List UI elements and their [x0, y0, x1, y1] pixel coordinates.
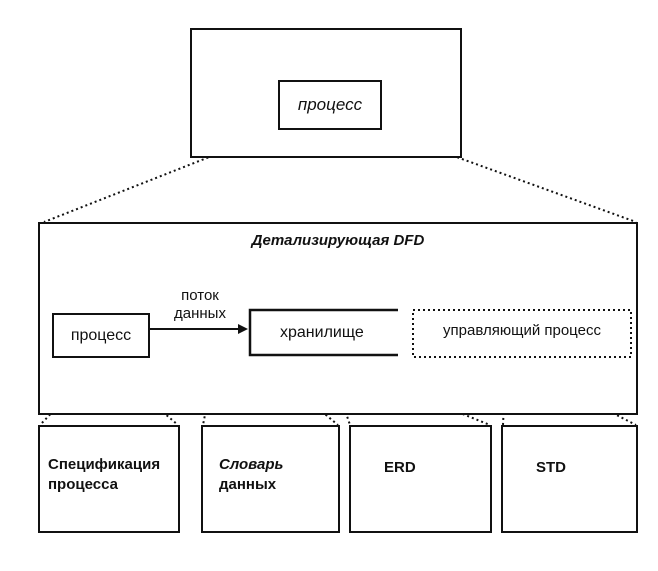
dfd-process-box: процесс	[52, 313, 150, 358]
data-dictionary-label: Словарь данных	[219, 455, 283, 495]
process-spec-box: Спецификация процесса	[38, 425, 180, 533]
control-process-box	[412, 309, 632, 358]
dfd-process-label: процесс	[70, 326, 132, 344]
std-box: STD	[501, 425, 638, 533]
process-spec-line2: процесса	[48, 476, 118, 493]
data-flow-label-line1: поток	[181, 287, 219, 304]
data-store-shape	[248, 308, 398, 357]
data-flow-label-line2: данных	[174, 305, 226, 322]
erd-box: ERD	[349, 425, 492, 533]
data-dictionary-line1: Словарь	[219, 456, 284, 473]
data-flow-label: поток данных	[150, 287, 250, 323]
top-process-label: процесс	[297, 95, 363, 114]
process-spec-line1: Спецификация	[48, 456, 161, 473]
control-process-label: управляющий процесс	[443, 322, 601, 339]
data-store-label: хранилище	[280, 324, 364, 341]
data-dictionary-box: Словарь данных	[201, 425, 340, 533]
process-spec-label: Спецификация процесса	[48, 455, 160, 495]
dfd-title: Детализирующая DFD	[251, 232, 425, 249]
std-label: STD	[536, 459, 566, 476]
erd-label: ERD	[384, 459, 416, 476]
data-dictionary-line2: данных	[219, 476, 277, 493]
top-process-box: процесс	[278, 80, 382, 130]
